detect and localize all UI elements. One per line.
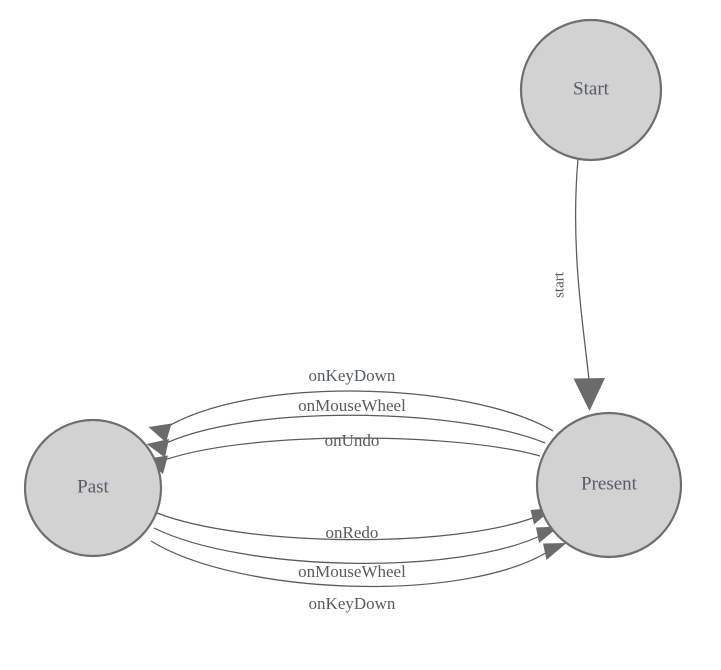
edge-path — [574, 158, 590, 381]
node-shape — [23, 418, 163, 558]
node-present[interactable]: Present — [535, 411, 683, 559]
edge-label: onUndo — [325, 431, 380, 450]
edge-past-to-present-onkeydown[interactable]: onKeyDown — [150, 540, 567, 613]
edge-start-to-present[interactable]: start — [551, 158, 605, 411]
node-shape — [535, 411, 683, 559]
edge-path — [156, 512, 539, 541]
edge-label: onKeyDown — [309, 366, 396, 385]
arrowhead-icon — [146, 439, 169, 458]
edge-label: start — [551, 271, 567, 298]
edge-past-to-present-onmousewheel[interactable]: onMouseWheel — [153, 526, 559, 581]
edge-past-to-present-onredo[interactable]: onRedo — [156, 508, 554, 542]
edge-path — [158, 437, 541, 463]
node-shape — [519, 18, 663, 162]
edge-present-to-past-onkeydown[interactable]: onKeyDown — [148, 366, 554, 443]
node-label: Present — [581, 473, 638, 494]
arrowhead-icon — [148, 423, 172, 443]
edge-path — [150, 540, 553, 588]
edge-label: onKeyDown — [309, 594, 396, 613]
edge-present-to-past-onundo[interactable]: onUndo — [145, 431, 541, 474]
edge-label: onMouseWheel — [298, 396, 406, 415]
node-past[interactable]: Past — [23, 418, 163, 558]
arrowhead-icon — [573, 378, 605, 411]
node-label: Start — [573, 78, 610, 99]
node-start[interactable]: Start — [519, 18, 663, 162]
edge-present-to-past-onmousewheel[interactable]: onMouseWheel — [146, 396, 546, 458]
arrowhead-icon — [543, 543, 567, 560]
edge-path — [159, 414, 546, 447]
edge-label: onMouseWheel — [298, 562, 406, 581]
edge-label: onRedo — [326, 523, 379, 542]
node-label: Past — [77, 476, 109, 497]
edge-path — [161, 390, 554, 432]
edge-path — [153, 527, 545, 564]
